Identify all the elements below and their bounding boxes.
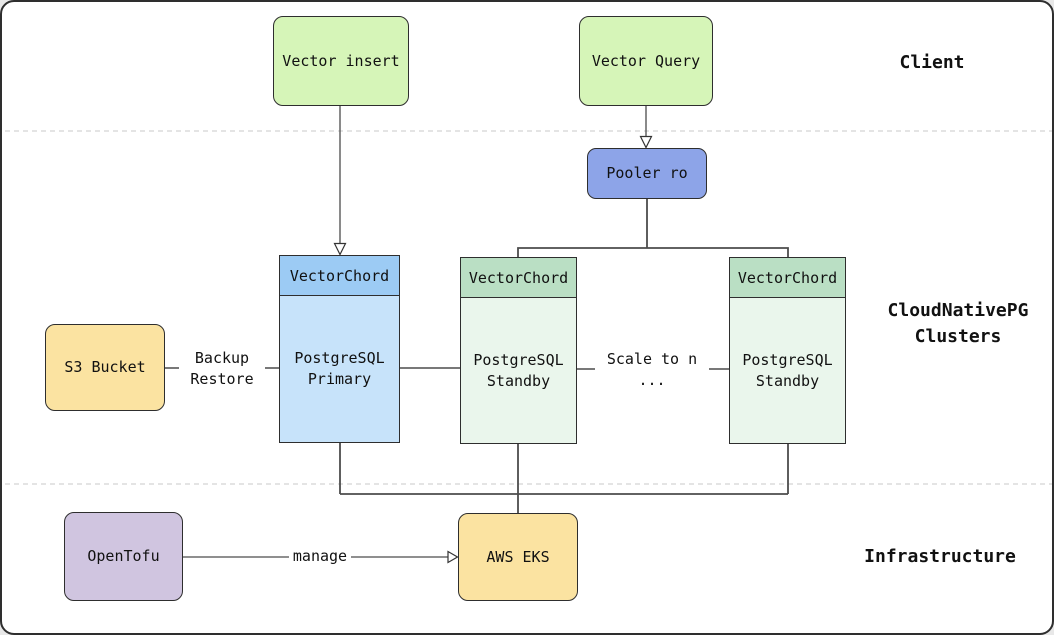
node-body-postgresql-standby: PostgreSQL Standby: [730, 298, 845, 443]
edge-label-scale-to-n: Scale to n ...: [595, 349, 709, 391]
node-vector-insert: Vector insert: [273, 16, 409, 106]
open-arrowhead-down-icon: [639, 135, 653, 149]
edge-clusters-to-eks-bus: [339, 443, 789, 513]
edge-label-backup-restore: Backup Restore: [179, 348, 265, 390]
node-postgresql-standby-1: VectorChord PostgreSQL Standby: [460, 257, 577, 444]
section-label-client: Client: [899, 52, 965, 73]
node-header-vectorchord: VectorChord: [461, 258, 576, 298]
section-label-infrastructure: Infrastructure: [864, 546, 1016, 567]
node-body-postgresql-primary: PostgreSQL Primary: [280, 296, 399, 442]
edge-label-manage: manage: [289, 546, 351, 567]
edge-pooler-to-standbys: [517, 199, 789, 257]
node-body-postgresql-standby: PostgreSQL Standby: [461, 298, 576, 443]
node-vector-query: Vector Query: [579, 16, 713, 106]
node-postgresql-primary: VectorChord PostgreSQL Primary: [279, 255, 400, 443]
node-header-vectorchord: VectorChord: [730, 258, 845, 298]
node-s3-bucket: S3 Bucket: [45, 324, 165, 411]
node-opentofu: OpenTofu: [64, 512, 183, 601]
node-postgresql-standby-2: VectorChord PostgreSQL Standby: [729, 257, 846, 444]
node-aws-eks: AWS EKS: [458, 513, 578, 601]
open-arrowhead-down-icon: [333, 242, 347, 256]
section-label-cloudnativepg-clusters: CloudNativePG Clusters: [887, 300, 1029, 348]
open-arrowhead-right-icon: [447, 550, 459, 564]
node-header-vectorchord: VectorChord: [280, 256, 399, 296]
node-pooler-ro: Pooler ro: [587, 148, 707, 199]
